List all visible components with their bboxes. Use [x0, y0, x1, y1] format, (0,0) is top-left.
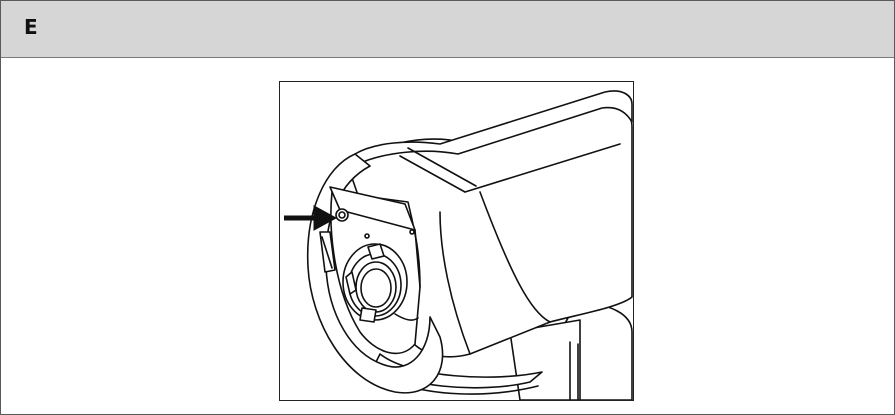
lens-clip-bottom [359, 307, 377, 323]
indicator-arrow [284, 205, 338, 231]
housing-body [349, 98, 633, 358]
lens-glass [360, 268, 392, 308]
sunshield-top [354, 90, 633, 165]
screw-2 [409, 229, 415, 235]
camera-drawing [284, 90, 633, 400]
panel-header: E [1, 1, 894, 58]
screw-1 [364, 233, 370, 239]
lens-clip-left [345, 271, 357, 295]
step-letter: E [24, 15, 38, 39]
lens-clip-top [367, 243, 385, 260]
camera-illustration [279, 81, 634, 401]
